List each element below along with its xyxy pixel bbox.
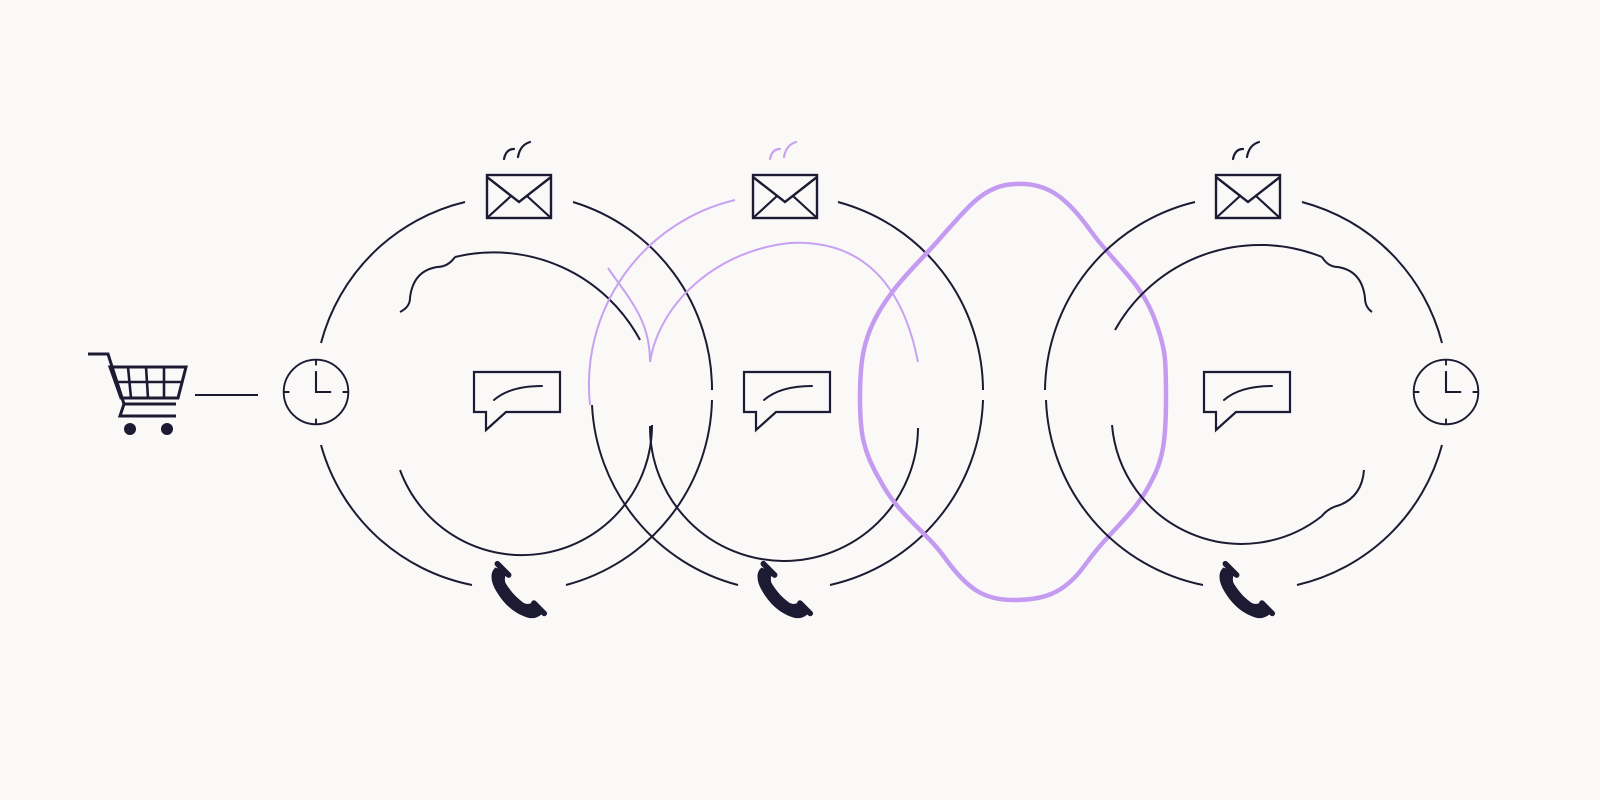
stage-2-phone-icon — [757, 564, 810, 618]
stage-1-outer-ring — [320, 201, 714, 586]
stage-2-speech-bubble-icon — [742, 370, 832, 432]
stage-3-outer-ring — [1044, 201, 1443, 586]
stage-2-envelope-icon — [751, 140, 819, 220]
clock-icon — [282, 358, 350, 426]
stage-3-speech-bubble-icon — [1202, 370, 1292, 432]
stage-1-envelope-icon — [485, 140, 553, 220]
stage-1-speech-bubble-icon — [472, 370, 562, 432]
shopping-cart-icon — [88, 352, 188, 435]
highlight-loop — [857, 181, 1169, 603]
stage-2-outer-ring — [591, 201, 984, 586]
stage-1-phone-icon — [491, 564, 544, 618]
stage-2-accent-ring — [587, 199, 919, 406]
stage-1-inner-ring — [399, 251, 653, 557]
clock-icon — [1412, 358, 1480, 426]
stage-3-phone-icon — [1219, 564, 1272, 618]
stage-3-inner-ring — [1111, 243, 1373, 545]
stage-3-envelope-icon — [1214, 140, 1282, 220]
